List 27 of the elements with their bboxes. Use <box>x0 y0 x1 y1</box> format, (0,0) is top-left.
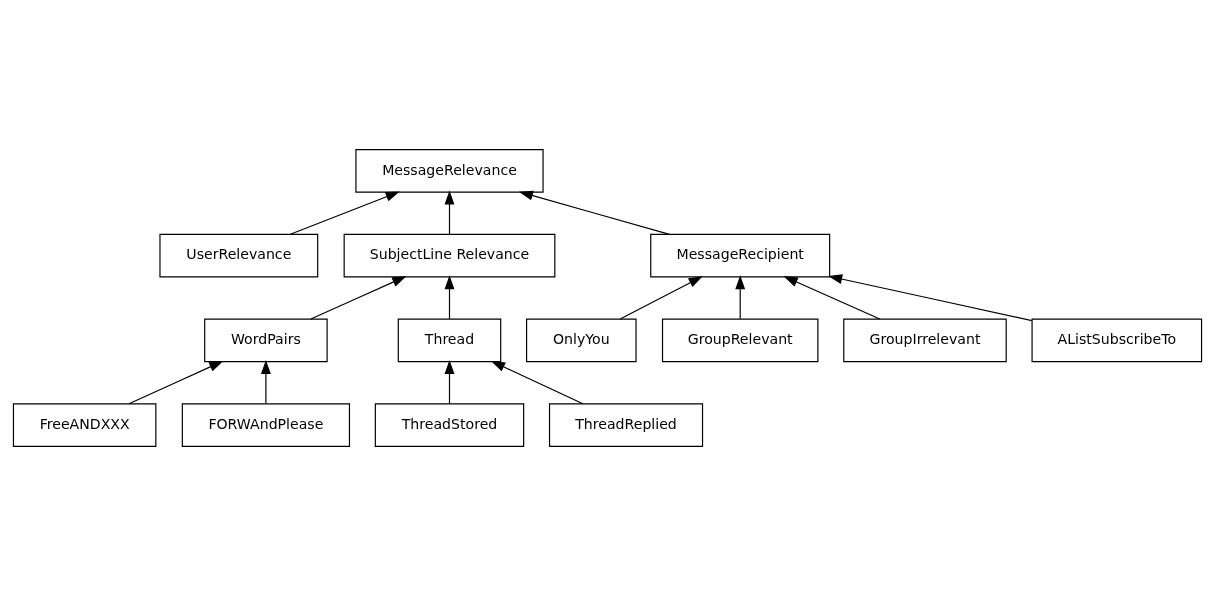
node-box: ThreadReplied <box>548 402 704 447</box>
node-box: ThreadStored <box>374 402 525 447</box>
node-box: OnlyYou <box>526 318 637 362</box>
arrow <box>735 274 746 319</box>
node-box: UserRelevance <box>159 233 319 277</box>
node-box: FORWAndPlease <box>181 402 351 447</box>
arrow <box>310 275 407 320</box>
arrow <box>783 275 881 320</box>
node-box: AListSubscribeTo <box>1031 318 1203 362</box>
node-box: MessageRecipient <box>650 233 831 277</box>
node-box: Thread <box>397 318 502 362</box>
arrow <box>444 189 455 235</box>
node-box: WordPairs <box>204 318 328 362</box>
node-box: GroupIrrelevant <box>843 318 1007 362</box>
node-box: MessageRelevance <box>355 148 544 193</box>
arrow <box>518 190 671 235</box>
arrow <box>490 360 584 404</box>
arrow <box>444 274 455 319</box>
arrow <box>128 360 224 404</box>
node-box: FreeANDXXX <box>12 402 157 447</box>
arrow <box>260 359 271 404</box>
arrow <box>619 275 703 320</box>
arrow <box>289 191 400 235</box>
node-box: GroupRelevant <box>661 318 819 362</box>
node-box: SubjectLine Relevance <box>343 233 556 277</box>
arrow <box>828 273 1033 321</box>
arrow <box>444 359 455 404</box>
